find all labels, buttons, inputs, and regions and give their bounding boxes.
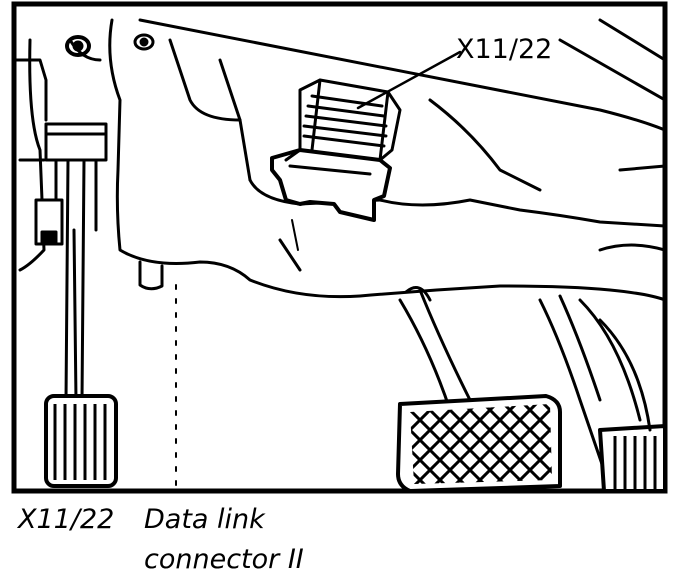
legend-description-continued: connector II bbox=[144, 544, 304, 575]
accelerator-pedal-icon bbox=[538, 294, 665, 491]
legend-code: X11/22 bbox=[18, 504, 115, 535]
footwell-diagram: X11/22 bbox=[11, 1, 668, 494]
mounting-screw-icon bbox=[65, 35, 91, 57]
legend-description: Data link bbox=[144, 504, 265, 535]
dashboard-lower-panel bbox=[108, 18, 665, 302]
callout-leader-line bbox=[356, 50, 462, 110]
floor-line bbox=[598, 318, 652, 432]
legend: X11/22 Data link connector II bbox=[18, 500, 678, 580]
legend-row: X11/22 Data link bbox=[18, 500, 678, 540]
floor-line bbox=[578, 298, 642, 422]
dashed-leader-line bbox=[291, 219, 299, 251]
brake-pedal-icon bbox=[396, 286, 562, 491]
callout-label: X11/22 bbox=[456, 34, 552, 65]
mounting-screw-icon bbox=[133, 33, 155, 51]
left-pedal-icon bbox=[34, 122, 118, 488]
panel-bracket bbox=[138, 260, 164, 291]
